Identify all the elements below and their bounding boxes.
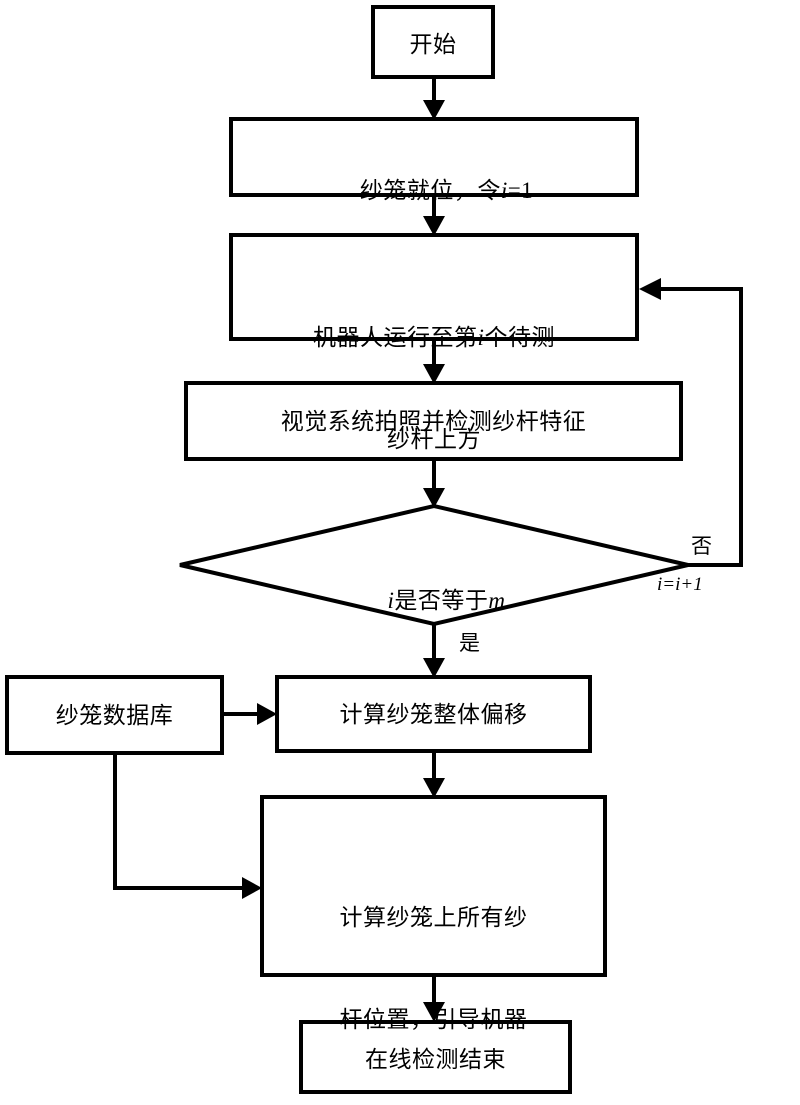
edge-robot-move-to-vision-arrow xyxy=(423,364,445,384)
edge-start-to-place-cage-arrow xyxy=(423,100,445,120)
node-calc-offset-shape[interactable] xyxy=(275,675,592,753)
edge-label-increment: i=i+1 xyxy=(657,574,703,595)
node-robot-move-shape[interactable] xyxy=(229,233,639,341)
node-end-shape[interactable] xyxy=(299,1020,572,1094)
node-vision-detect-shape[interactable] xyxy=(184,381,683,461)
edge-database-to-calc-positions-arrow xyxy=(242,877,262,899)
edge-decision-yes-arrow xyxy=(423,658,445,678)
edge-calc-offset-to-calc-positions-arrow xyxy=(423,778,445,798)
edge-vision-to-decision-arrow xyxy=(423,488,445,508)
edge-place-cage-to-robot-move-arrow xyxy=(423,216,445,236)
edge-decision-no-arrow xyxy=(639,278,661,300)
node-decision-shape[interactable] xyxy=(179,503,689,627)
edge-label-yes: 是 xyxy=(459,631,480,655)
node-database-shape[interactable] xyxy=(5,675,224,755)
node-start-shape[interactable] xyxy=(371,5,495,79)
edge-calc-positions-to-end-arrow xyxy=(423,1002,445,1022)
node-place-cage-shape[interactable] xyxy=(229,117,639,197)
node-calc-positions-shape[interactable] xyxy=(260,795,607,977)
edge-database-to-calc-positions-path xyxy=(113,753,247,890)
edge-database-to-calc-offset-arrow xyxy=(257,703,277,725)
edge-label-no: 否 xyxy=(691,534,712,558)
edge-decision-no-path xyxy=(652,287,743,567)
